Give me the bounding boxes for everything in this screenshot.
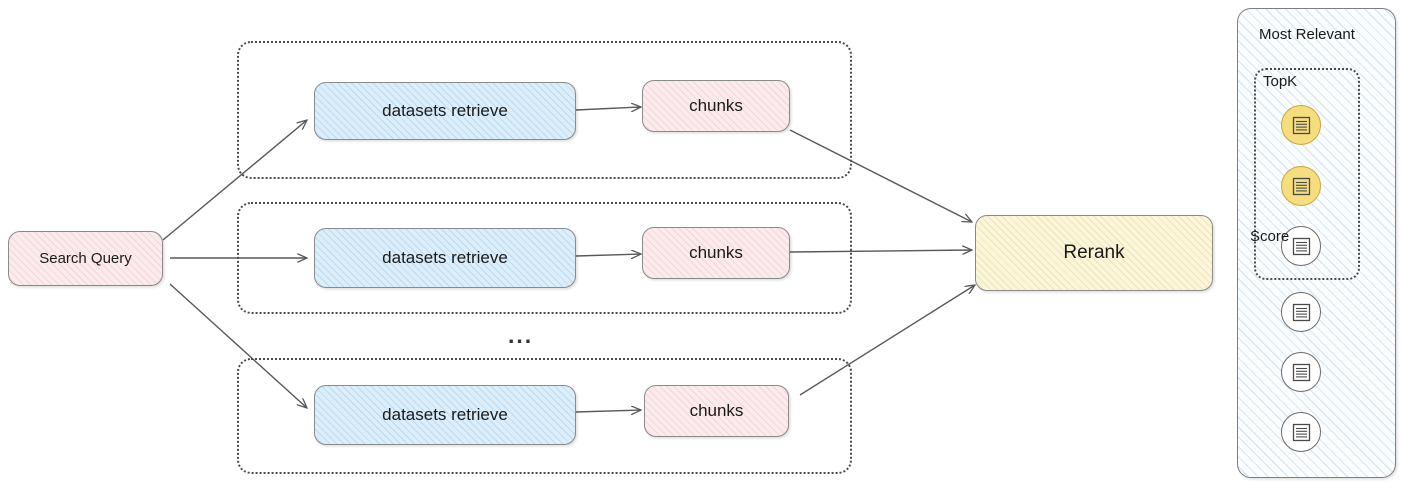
- datasets-retrieve-node-3[interactable]: datasets retrieve: [314, 385, 576, 445]
- result-document-2[interactable]: [1281, 166, 1321, 206]
- retrieval-group-3: [237, 358, 852, 474]
- result-document-5[interactable]: [1281, 352, 1321, 392]
- datasets-retrieve-label-2: datasets retrieve: [382, 248, 508, 268]
- chunks-label-2: chunks: [689, 243, 743, 263]
- rerank-label: Rerank: [1063, 242, 1125, 264]
- edge-retrieve-to-chunks-3: [575, 410, 641, 412]
- retrieval-group-2: [237, 202, 852, 314]
- edge-chunks-3-to-rerank: [799, 285, 975, 396]
- result-document-3[interactable]: [1281, 226, 1321, 266]
- edge-retrieve-to-chunks-1: [575, 107, 641, 110]
- chunks-node-3[interactable]: chunks: [644, 385, 789, 437]
- edge-query-to-retrieve-3: [169, 283, 307, 408]
- edge-chunks-1-to-rerank: [789, 129, 972, 222]
- topk-label: TopK: [1263, 73, 1298, 90]
- edge-retrieve-to-chunks-2: [575, 254, 641, 256]
- document-icon: [1292, 423, 1310, 441]
- chunks-label-1: chunks: [689, 96, 743, 116]
- retrieval-group-1: [237, 41, 852, 179]
- chunks-node-2[interactable]: chunks: [642, 227, 790, 279]
- rerank-node[interactable]: Rerank: [975, 215, 1213, 291]
- document-icon: [1292, 177, 1310, 195]
- chunks-label-3: chunks: [689, 401, 744, 421]
- datasets-retrieve-node-2[interactable]: datasets retrieve: [314, 228, 576, 288]
- datasets-retrieve-label-1: datasets retrieve: [382, 101, 508, 121]
- edge-query-to-retrieve-1: [162, 120, 307, 241]
- search-query-node[interactable]: Search Query: [8, 231, 163, 286]
- document-icon: [1292, 363, 1310, 381]
- chunks-node-1[interactable]: chunks: [642, 80, 790, 132]
- document-icon: [1292, 116, 1310, 134]
- datasets-retrieve-label-3: datasets retrieve: [382, 405, 508, 425]
- result-document-4[interactable]: [1281, 292, 1321, 332]
- document-icon: [1292, 237, 1310, 255]
- search-query-label: Search Query: [39, 249, 132, 267]
- score-label: Score: [1250, 228, 1290, 245]
- datasets-retrieve-node-1[interactable]: datasets retrieve: [314, 82, 576, 140]
- edge-chunks-2-to-rerank: [789, 250, 972, 252]
- results-panel: [1237, 8, 1396, 478]
- document-icon: [1292, 303, 1310, 321]
- topk-group-box: [1254, 68, 1360, 280]
- result-document-1[interactable]: [1281, 105, 1321, 145]
- most-relevant-title: Most Relevant: [1259, 26, 1355, 43]
- rows-ellipsis: ...: [508, 322, 534, 348]
- result-document-6[interactable]: [1281, 412, 1321, 452]
